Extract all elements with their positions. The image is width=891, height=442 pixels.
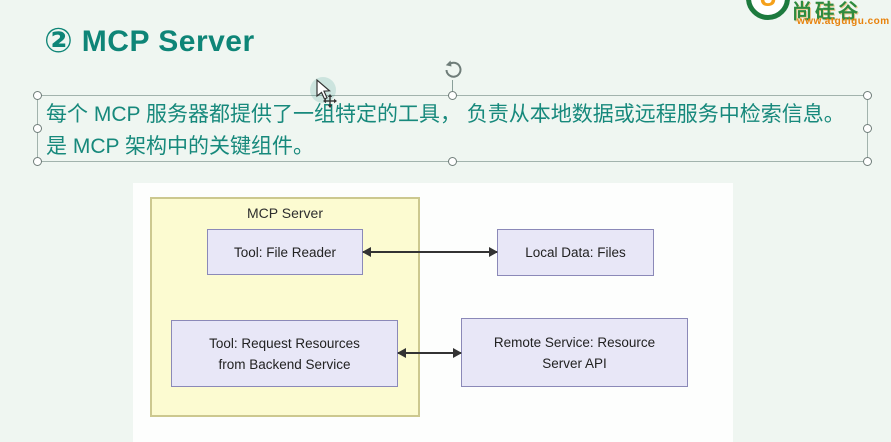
selection-handle-bottom-right[interactable] [863, 157, 872, 166]
logo-ring-icon: U [746, 0, 790, 20]
atguigu-logo: U 尚硅谷 www.atguigu.com [740, 0, 891, 34]
title-number-badge: ② [44, 22, 73, 60]
description-line-2: 是 MCP 架构中的关键组件。 [46, 135, 314, 158]
selection-handle-top-left[interactable] [33, 91, 42, 100]
node-tool-file-reader: Tool: File Reader [207, 229, 363, 275]
logo-letter: U [759, 0, 776, 11]
node-label: Local Data: Files [525, 245, 626, 260]
mcp-server-container-label: MCP Server [247, 205, 323, 221]
diagram-panel: MCP Server Tool: File Reader Local Data:… [133, 183, 733, 442]
selection-handle-top-middle[interactable] [447, 91, 457, 100]
node-remote-service-api: Remote Service: Resource Server API [461, 318, 688, 387]
node-local-data-files: Local Data: Files [497, 229, 654, 276]
selection-handle-bottom-left[interactable] [33, 157, 42, 166]
node-label-line-1: Remote Service: Resource [493, 334, 656, 350]
node-label-line-2: from Backend Service [218, 356, 351, 372]
logo-brand-text: 尚硅谷 [792, 1, 861, 23]
selection-handle-middle-left[interactable] [33, 123, 42, 133]
rotate-handle-icon[interactable] [443, 60, 463, 80]
node-label-line-2: Server API [542, 355, 607, 371]
title-label: MCP Server [81, 24, 255, 58]
node-label-line-1: Tool: Request Resources [209, 335, 360, 351]
description-text: 每个 MCP 服务器都提供了一组特定的工具， 负责从本地数据或远程服务中检索信息… [46, 99, 861, 163]
rotate-handle-stem [451, 80, 453, 96]
arrow-request-resources-remote-service [397, 348, 462, 358]
logo-url-text: www.atguigu.com [797, 16, 890, 27]
description-textbox[interactable]: 每个 MCP 服务器都提供了一组特定的工具， 负责从本地数据或远程服务中检索信息… [33, 60, 872, 166]
selection-handle-middle-right[interactable] [863, 123, 872, 133]
selection-handle-bottom-middle[interactable] [447, 157, 457, 166]
selection-handle-top-right[interactable] [863, 91, 872, 100]
node-label: Tool: File Reader [233, 244, 337, 260]
page-title: ② MCP Server [44, 24, 255, 58]
description-line-1: 每个 MCP 服务器都提供了一组特定的工具， 负责从本地数据或远程服务中检索信息… [46, 103, 845, 126]
arrow-file-reader-local-data [362, 247, 498, 257]
node-tool-request-resources: Tool: Request Resources from Backend Ser… [171, 320, 398, 387]
